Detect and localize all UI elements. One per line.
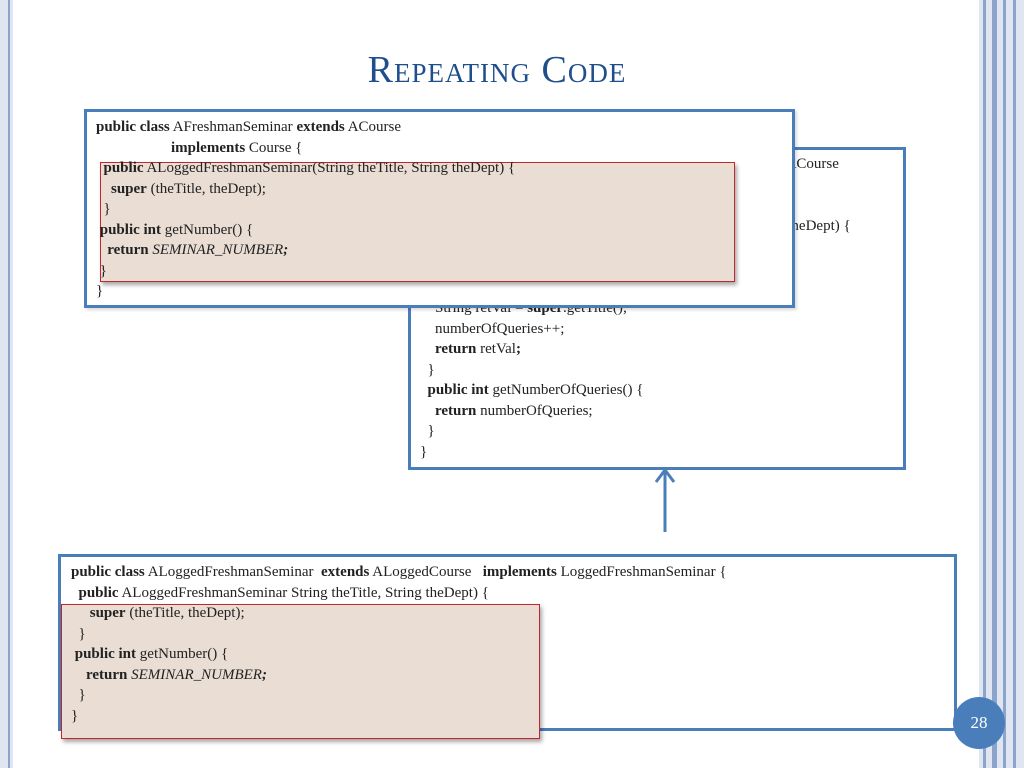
left-frame-band [0, 0, 13, 768]
code-token: public int [99, 221, 162, 238]
code-token: return [435, 402, 477, 419]
code-token: SEMINAR_NUMBER [152, 242, 284, 258]
code-token: } [71, 625, 86, 642]
code-token: } [71, 687, 86, 703]
code-token: numberOfQueries; [476, 402, 593, 419]
code-token: public int [427, 382, 489, 398]
code-token: implements [171, 139, 246, 156]
code-line: super (theTitle, theDept); [71, 603, 951, 624]
code-token [96, 242, 107, 258]
code-token: } [96, 201, 111, 217]
code-token: getNumberOfQueries() { [488, 382, 644, 398]
freshman-seminar-code: public class AFreshmanSeminar extends AC… [96, 117, 786, 303]
code-token: } [71, 707, 79, 724]
code-token: implements [482, 564, 557, 580]
code-line: return retVal; [420, 339, 521, 360]
code-token [71, 667, 86, 683]
code-line: numberOfQueries++; [420, 319, 564, 340]
code-token: ; [283, 242, 289, 258]
code-token: SEMINAR_NUMBER [131, 666, 262, 683]
code-token: return [107, 242, 149, 258]
code-line: return SEMINAR_NUMBER; [71, 665, 951, 686]
code-line: } [96, 281, 786, 302]
code-token: return [86, 666, 128, 683]
code-token: extends [296, 119, 345, 135]
code-token: public class [71, 564, 145, 580]
code-token: ALoggedFreshmanSeminar(String theTitle, … [143, 160, 516, 176]
code-token: extends [321, 564, 370, 580]
code-line: public ALoggedFreshmanSeminar String the… [71, 583, 951, 604]
code-token [420, 403, 435, 419]
code-token: (theTitle, theDept); [146, 180, 266, 197]
code-line: } [420, 442, 427, 463]
code-line: public class AFreshmanSeminar extends AC… [96, 117, 786, 138]
code-token: Course { [245, 139, 303, 156]
code-line: return numberOfQueries; [420, 401, 593, 422]
code-line: } [96, 261, 786, 282]
code-token: retVal [476, 341, 516, 357]
code-line: } [71, 685, 951, 706]
bottom-duplicate-highlight [61, 604, 540, 739]
code-line: } [96, 199, 786, 220]
code-line: } [420, 360, 435, 381]
code-token [71, 605, 90, 621]
code-line: } [71, 624, 951, 645]
code-line: super (theTitle, theDept); [96, 179, 786, 200]
code-line: } [420, 421, 435, 442]
code-token: ALoggedCourse [369, 564, 483, 580]
code-token: return [435, 341, 477, 357]
code-token [96, 160, 104, 176]
code-token: ; [515, 341, 521, 357]
right-frame-stripe [1013, 0, 1016, 768]
code-token: ACourse [344, 119, 402, 135]
inheritance-arrow [654, 467, 676, 532]
logged-freshman-seminar-code: public class ALoggedFreshmanSeminar exte… [71, 562, 951, 728]
code-token: ; [261, 666, 267, 683]
code-line: } [71, 706, 951, 727]
code-token: public int [74, 646, 137, 662]
code-token: public [78, 584, 119, 601]
code-token: ALoggedFreshmanSeminar String theTitle, … [118, 584, 489, 601]
code-token: } [420, 423, 435, 439]
code-line: public int getNumber() { [96, 220, 786, 241]
code-token [96, 140, 171, 156]
page-number: 28 [970, 713, 988, 732]
code-token [420, 382, 428, 398]
code-token: numberOfQueries++; [420, 320, 565, 337]
code-line: public class ALoggedFreshmanSeminar exte… [71, 562, 951, 583]
page-number-badge: 28 [953, 697, 1005, 749]
right-frame-band [979, 0, 1024, 768]
code-token: } [96, 283, 104, 299]
code-token: } [96, 262, 107, 279]
right-frame-stripe [983, 0, 986, 768]
code-line: public int getNumberOfQueries() { [420, 380, 644, 401]
code-token: } [420, 361, 435, 378]
code-token: AFreshmanSeminar [169, 119, 297, 135]
right-frame-stripe [992, 0, 997, 768]
top-duplicate-highlight [100, 162, 735, 282]
code-line: public int getNumber() { [71, 644, 951, 665]
code-token: (theTitle, theDept); [125, 605, 245, 621]
code-line: implements Course { [96, 138, 786, 159]
code-token [96, 181, 111, 197]
code-token: getNumber() { [136, 646, 229, 662]
code-token: LoggedFreshmanSeminar { [556, 564, 727, 580]
code-token: super [89, 605, 126, 621]
code-token [420, 341, 435, 357]
left-frame-line [8, 0, 10, 768]
code-token: public class [96, 119, 170, 135]
code-token: super [111, 180, 147, 197]
code-token [71, 585, 79, 601]
code-line: return SEMINAR_NUMBER; [96, 240, 786, 261]
code-token: } [420, 443, 428, 460]
right-frame-stripe [1003, 0, 1006, 768]
code-token: ALoggedFreshmanSeminar [144, 564, 322, 580]
code-token: public [103, 160, 144, 176]
slide-title: Repeating Code [367, 49, 627, 91]
code-line: public ALoggedFreshmanSeminar(String the… [96, 158, 786, 179]
code-token: getNumber() { [161, 221, 254, 238]
code-token: ACourse [785, 156, 839, 172]
